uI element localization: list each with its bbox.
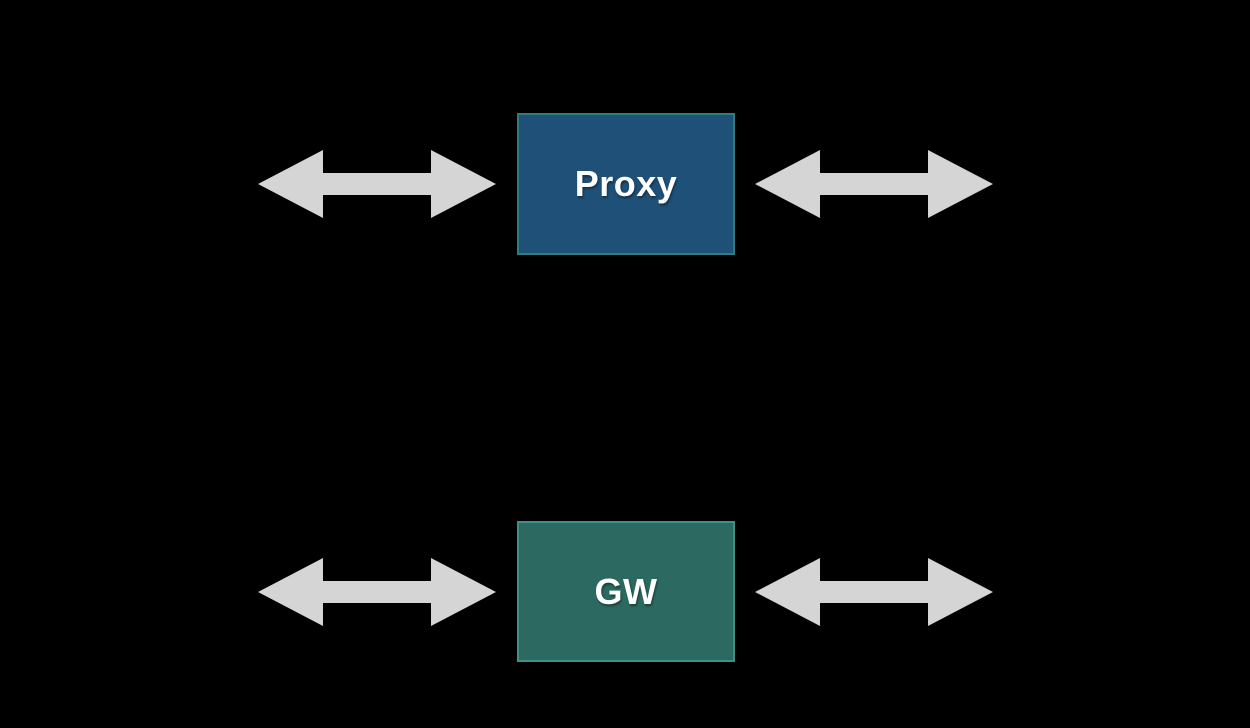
node-gw-label: GW <box>594 570 658 612</box>
node-proxy: Proxy <box>517 113 735 255</box>
proxy-right-double-arrow-icon <box>755 150 993 218</box>
gw-left-double-arrow-icon <box>258 558 496 626</box>
node-gw: GW <box>517 521 735 662</box>
double-arrow-shape <box>755 558 993 626</box>
double-arrow-shape <box>258 558 496 626</box>
node-proxy-label: Proxy <box>574 163 678 204</box>
double-arrow-shape <box>258 150 496 218</box>
double-arrow-shape <box>755 150 993 218</box>
proxy-left-double-arrow-icon <box>258 150 496 218</box>
gw-right-double-arrow-icon <box>755 558 993 626</box>
